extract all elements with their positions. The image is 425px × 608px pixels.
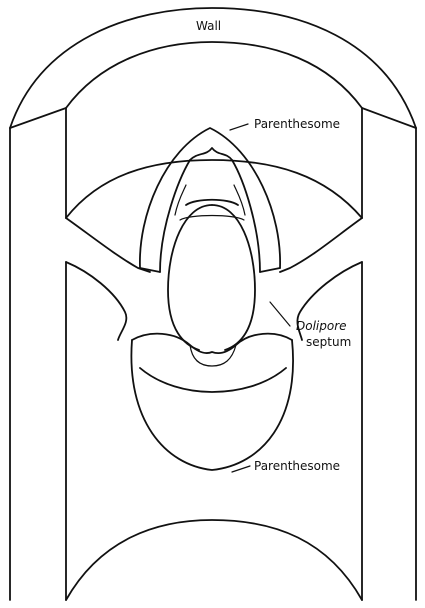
- side-walls: [10, 108, 416, 600]
- dolipore-label: Dolipore: [296, 320, 347, 332]
- lower-wall-arch: [66, 520, 362, 600]
- wall-label: Wall: [196, 20, 221, 32]
- lower-parenthesome: [131, 334, 293, 470]
- parenthesome-top-label: Parenthesome: [254, 118, 340, 130]
- parenthesome-bottom-label: Parenthesome: [254, 460, 340, 472]
- septum-label: septum: [306, 336, 351, 348]
- pore-swelling: [168, 200, 255, 350]
